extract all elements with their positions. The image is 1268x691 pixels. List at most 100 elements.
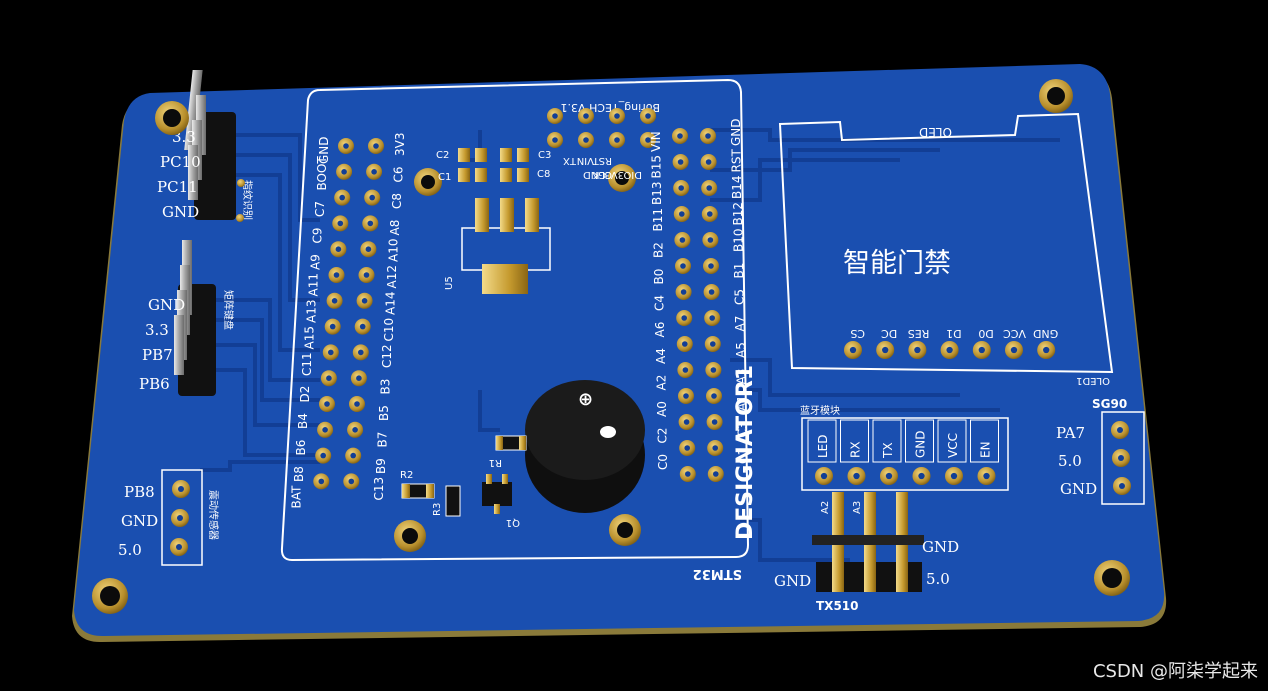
oled-ref: OLED1 bbox=[1076, 375, 1110, 386]
left-header-1-pin-1: PC10 bbox=[160, 153, 201, 171]
left-header-3-pin-1: GND bbox=[121, 512, 158, 530]
stm32-left2-label-6: A14 bbox=[383, 292, 397, 315]
stm32-right2-label-3: B12 bbox=[731, 202, 745, 226]
stm32-right1-pad-13-hole bbox=[685, 471, 691, 477]
servo-pin-0: PA7 bbox=[1056, 424, 1085, 442]
mounting-holes bbox=[92, 79, 1130, 614]
stm32-right2-pad-8-hole bbox=[710, 341, 716, 347]
transistor-q1: Q1 bbox=[506, 517, 520, 528]
oled-pin-label-3: D1 bbox=[946, 327, 961, 340]
stm32-left2-pad-13-hole bbox=[348, 478, 355, 485]
oled-pin-pad-4-hole bbox=[978, 346, 985, 354]
stm32-left1-pad-10-hole bbox=[324, 401, 330, 407]
stm32-left1-label-9: D2 bbox=[298, 386, 312, 403]
bluetooth-label-1: RX bbox=[849, 441, 863, 458]
stm32-right2-label-6: C5 bbox=[733, 289, 747, 305]
tx510-pin-a3: A3 bbox=[852, 501, 863, 514]
stm32-left2-label-8: C12 bbox=[380, 344, 394, 368]
stm32-right2-pad-7-hole bbox=[709, 315, 715, 321]
stm32-top-label-4: 3V3 bbox=[604, 169, 624, 180]
stm32-left1-pad-0-hole bbox=[343, 143, 349, 149]
oled-pin-label-0: CS bbox=[850, 327, 865, 340]
stm32-left2-label-5: A12 bbox=[385, 265, 399, 288]
res-r2: R2 bbox=[400, 470, 413, 481]
bluetooth-pad-0-hole bbox=[820, 472, 828, 480]
stm32-left1-label-0: GND bbox=[317, 136, 331, 164]
oled-pin-pad-0-hole bbox=[849, 346, 857, 354]
stm32-right1-label-6: C4 bbox=[653, 295, 667, 311]
bluetooth-cell-3 bbox=[905, 419, 934, 463]
cap-c1: C1 bbox=[438, 172, 451, 183]
stm32-top-label-1: VIN bbox=[577, 155, 594, 166]
stm32-left2-label-11: B7 bbox=[375, 432, 389, 448]
u5-label: U5 bbox=[444, 276, 455, 290]
stm32-pads-left-2 bbox=[343, 138, 384, 490]
traces bbox=[200, 128, 1060, 562]
servo-label: SG90 bbox=[1092, 397, 1127, 411]
stm32-left2-pad-0-hole bbox=[373, 143, 379, 149]
stm32-left1-label-8: C11 bbox=[300, 352, 314, 376]
stm32-right2-pad-6-hole bbox=[708, 289, 715, 295]
stm32-left2-pad-1-hole bbox=[371, 169, 377, 175]
stm32-left1-label-12: B8 bbox=[292, 466, 306, 482]
bluetooth-cell-2 bbox=[872, 419, 902, 463]
watermark: CSDN @阿柒学起来 bbox=[1092, 661, 1258, 682]
stm32-right2-pad-3-hole bbox=[707, 211, 713, 217]
left-header-3-pin-0: PB8 bbox=[124, 483, 155, 501]
stm32-top-label-3: CLK bbox=[592, 169, 612, 180]
stm32-left1-pad-7-hole bbox=[329, 323, 336, 330]
tx510-header: TX510 A2 A3 GND GND 5.0 bbox=[774, 492, 959, 613]
stm32-right2-pad-9-hole bbox=[710, 367, 717, 373]
stm32-left1-pad-3-hole bbox=[337, 220, 344, 227]
u5-regulator: U5 bbox=[444, 198, 551, 294]
bluetooth-caption: 蓝牙模块 bbox=[800, 405, 840, 417]
stm32-left1-pad-5-hole bbox=[333, 272, 340, 278]
stm32-right2-pad-0-hole bbox=[705, 133, 711, 139]
stm32-top-pad-b-1-hole bbox=[583, 137, 589, 143]
stm32-brand: DESIGNATOR1 bbox=[733, 365, 758, 540]
stm32-right2-pad-2-hole bbox=[706, 185, 712, 191]
stm32-right1-label-2: B13 bbox=[650, 181, 664, 205]
oled-pin-pad-1-hole bbox=[882, 346, 889, 354]
stm32-top-pad-1-hole bbox=[583, 113, 589, 119]
oled-pin-label-4: D0 bbox=[978, 327, 993, 340]
oled-footprint: OLED 智能门禁 OLED1 bbox=[778, 112, 1114, 386]
stm32-left1-label-7: A15 bbox=[302, 326, 316, 349]
stm32-right1-pad-2-hole bbox=[678, 185, 684, 191]
bluetooth-cell-4 bbox=[937, 419, 967, 463]
stm32-left2-label-7: C10 bbox=[382, 318, 396, 342]
servo-pin-1: 5.0 bbox=[1058, 452, 1082, 470]
stm32-top-pad-b-3-hole bbox=[645, 137, 651, 143]
stm32-left2-pad-3-hole bbox=[367, 220, 374, 227]
oled-pin-pad-5-hole bbox=[1010, 346, 1018, 354]
stm32-right1-label-8: A4 bbox=[654, 348, 668, 364]
stm32-right2-label-9: A3 bbox=[734, 369, 748, 385]
stm32-right1-pad-7-hole bbox=[681, 315, 687, 321]
stm32-top-pad-0-hole bbox=[552, 113, 558, 119]
bluetooth-pad-5-hole bbox=[983, 472, 990, 480]
bluetooth-label-5: EN bbox=[979, 441, 993, 458]
bluetooth-cell-5 bbox=[970, 419, 999, 463]
bluetooth-label-3: GND bbox=[914, 430, 928, 458]
stm32-left2-pad-8-hole bbox=[358, 349, 364, 356]
oled-title: OLED bbox=[919, 125, 952, 139]
stm32-right2-label-11: C3 bbox=[736, 421, 750, 437]
stm32-right2-label-7: A7 bbox=[733, 316, 747, 332]
bluetooth-pad-1-hole bbox=[853, 472, 860, 480]
bluetooth-label-4: VCC bbox=[946, 433, 960, 458]
stm32-left2-label-13: C13 bbox=[372, 477, 386, 501]
buzzer: ⊕ bbox=[525, 380, 645, 513]
stm32-right2-pad-1-hole bbox=[705, 159, 712, 165]
tx510-right-top: GND bbox=[922, 538, 959, 556]
tx510-pin-a2: A2 bbox=[820, 501, 831, 514]
stm32-right2-label-4: B10 bbox=[731, 228, 745, 252]
bluetooth-pad-4-hole bbox=[950, 472, 958, 480]
res-r3: R3 bbox=[432, 503, 443, 516]
stm32-left2-label-10: B5 bbox=[377, 405, 391, 421]
stm32-label: STM32 bbox=[693, 566, 742, 581]
stm32-left2-pad-7-hole bbox=[359, 323, 366, 330]
